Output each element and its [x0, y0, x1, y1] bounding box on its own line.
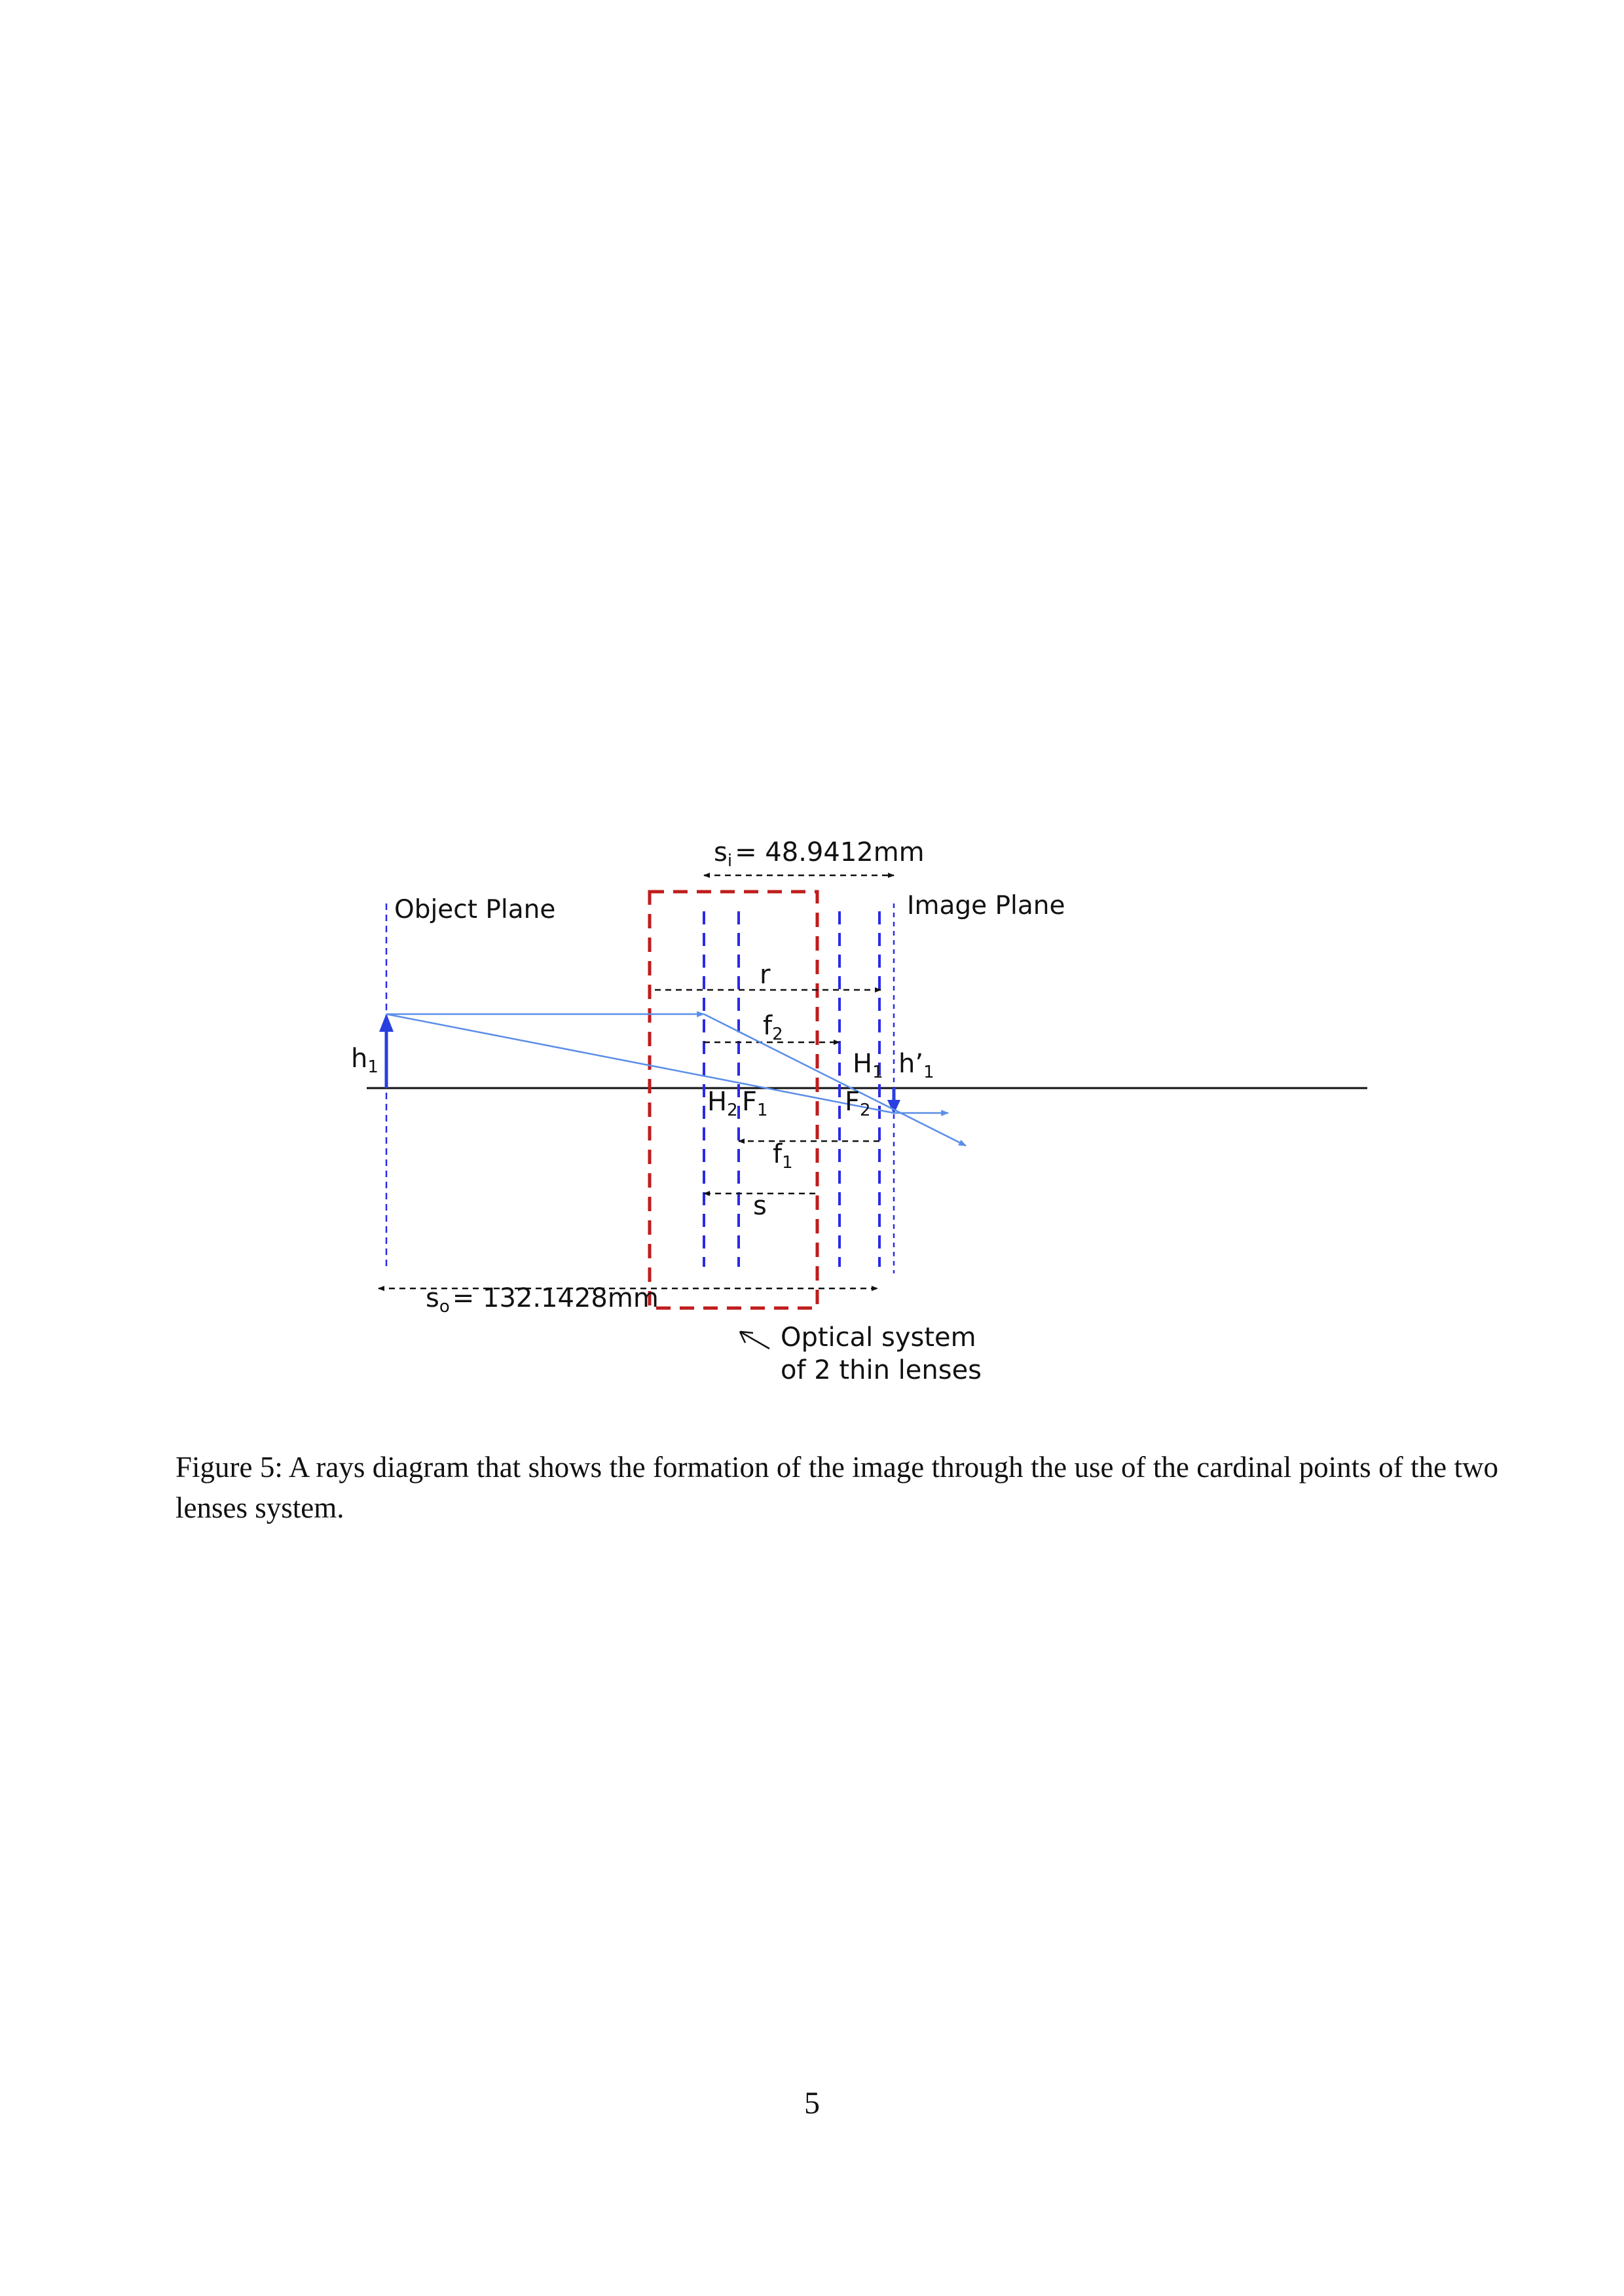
so-label: so= 132.1428mm [426, 1283, 659, 1317]
si-label: si= 48.9412mm [714, 837, 925, 871]
page-number: 5 [804, 2086, 820, 2121]
optical-system-label-line2: of 2 thin lenses [781, 1355, 982, 1385]
optical-system-box [648, 890, 819, 1310]
figure-caption: Figure 5: A rays diagram that shows the … [175, 1447, 1498, 1528]
F1-label: F1 [742, 1087, 768, 1120]
F2-label: F2 [845, 1087, 871, 1120]
ray-chief [386, 1013, 895, 1114]
image-arrow-head [887, 1100, 900, 1114]
figure-caption-label: Figure 5: [175, 1451, 283, 1484]
H1-label: H1 [853, 1049, 883, 1082]
h1-object-label: h1 [351, 1044, 378, 1077]
optical-system-pointer [739, 1330, 770, 1350]
ray-parallel-out [703, 1013, 967, 1147]
figure-caption-text: A rays diagram that shows the formation … [175, 1451, 1498, 1524]
optical-system-label-line1: Optical system [781, 1322, 976, 1353]
image-plane-label: Image Plane [907, 891, 1065, 920]
H2-label: H2 [707, 1087, 738, 1120]
h-prime-label: h’1 [898, 1049, 934, 1082]
s-label: s [753, 1191, 767, 1221]
object-arrow-head [379, 1013, 394, 1032]
object-plane-label: Object Plane [394, 895, 555, 924]
optical-system-pointer-head [739, 1330, 754, 1343]
r-label: r [760, 960, 771, 990]
f1-label: f1 [773, 1139, 793, 1173]
f2-label: f2 [763, 1011, 783, 1044]
